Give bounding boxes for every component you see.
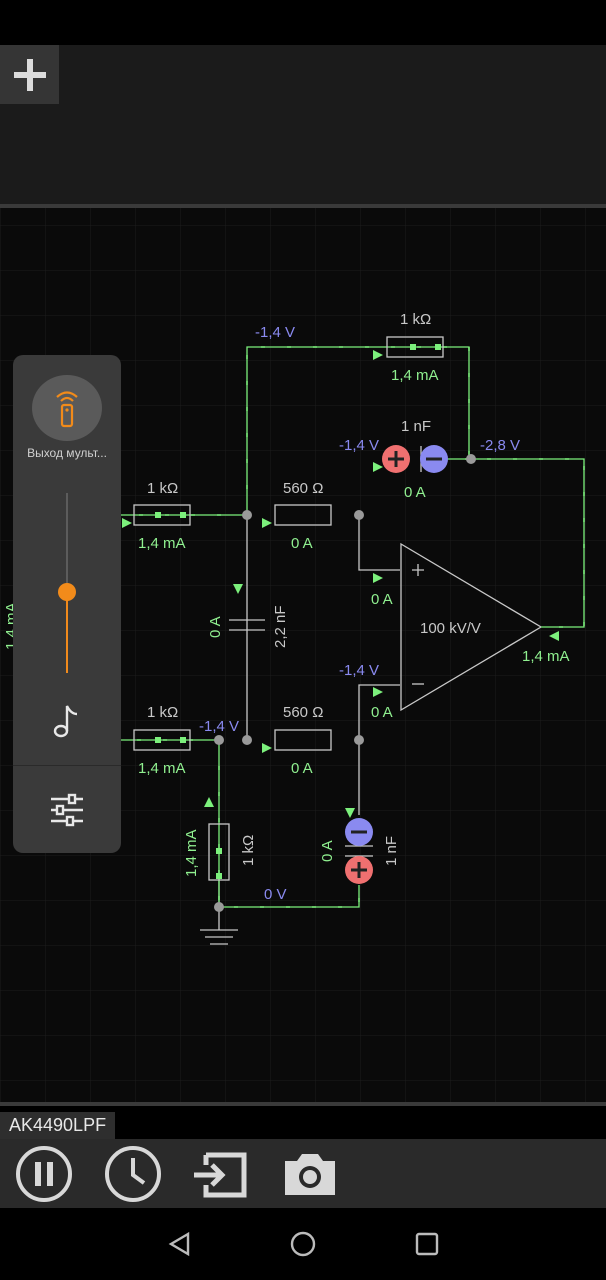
music-note-icon[interactable] [51,700,83,740]
label-opamp-gain: 100 kV/V [420,620,481,637]
label-opamp-out-current: 1,4 mA [522,648,570,665]
camera-icon [285,1154,335,1195]
toolbar-divider [0,204,606,208]
export-icon [194,1152,247,1198]
label-r-gnd-current: 1,4 mA [183,829,200,877]
label-r-in1-current: 1,4 mA [138,535,186,552]
label-r-in2: 1 kΩ [147,704,178,721]
clock-icon [105,1146,161,1202]
simulation-controls [0,1139,606,1208]
add-component-button[interactable] [0,45,59,104]
pause-button[interactable] [15,1145,73,1203]
label-r-560-1-current: 0 A [291,535,313,552]
label-c-bot: 1 nF [383,836,400,866]
label-v-gnd: 0 V [264,886,287,903]
label-c-top-current: 0 A [404,484,426,501]
label-c-mid: 2,2 nF [272,605,289,648]
remote-control-icon [56,391,78,428]
label-v-top: -1,4 V [255,324,295,341]
label-r-560-1: 560 Ω [283,480,323,497]
component-toolbar [0,45,606,205]
multimeter-side-panel: Выход мульт... [13,355,121,853]
status-bar-area [0,0,606,45]
cap-bottom[interactable] [345,818,373,884]
label-c-top-voltage: -1,4 V [339,437,379,454]
label-r-in1: 1 kΩ [147,480,178,497]
label-v-minus-in: -1,4 V [339,662,379,679]
pause-icon [16,1146,72,1202]
circuit-name-tab[interactable]: AK4490LPF [0,1112,116,1139]
volume-slider-thumb[interactable] [58,583,76,601]
label-r-560-2: 560 Ω [283,704,323,721]
system-navigation-bar [0,1208,606,1280]
label-opamp-plus-current: 0 A [371,591,393,608]
label-r-fb: 1 kΩ [400,311,431,328]
remote-output-label: Выход мульт... [27,446,107,460]
time-settings-button[interactable] [104,1145,162,1203]
home-circle-icon [290,1231,316,1257]
nav-home-button[interactable] [285,1226,321,1262]
label-r-fb-current: 1,4 mA [391,367,439,384]
export-button[interactable] [190,1145,248,1203]
label-r-560-2-current: 0 A [291,760,313,777]
label-opamp-minus-current: 0 A [371,704,393,721]
label-r-in2-current: 1,4 mA [138,760,186,777]
volume-slider-fill [66,592,68,673]
label-r-gnd: 1 kΩ [240,835,257,866]
screenshot-button[interactable] [281,1145,339,1203]
back-triangle-icon [168,1231,190,1257]
sliders-icon[interactable] [49,792,85,828]
nav-back-button[interactable] [162,1226,198,1262]
nav-recents-button[interactable] [409,1226,445,1262]
label-v-node2: -1,4 V [199,718,239,735]
controls-divider [0,1102,606,1106]
label-c-top: 1 nF [401,418,431,435]
label-c-mid-current: 0 A [207,616,224,638]
recents-square-icon [415,1232,439,1256]
panel-separator [13,765,121,766]
remote-output-button[interactable] [32,375,102,441]
cap-top[interactable] [382,445,448,473]
label-v-out: -2,8 V [480,437,520,454]
label-c-bot-current: 0 A [319,840,336,862]
plus-icon [13,58,46,91]
